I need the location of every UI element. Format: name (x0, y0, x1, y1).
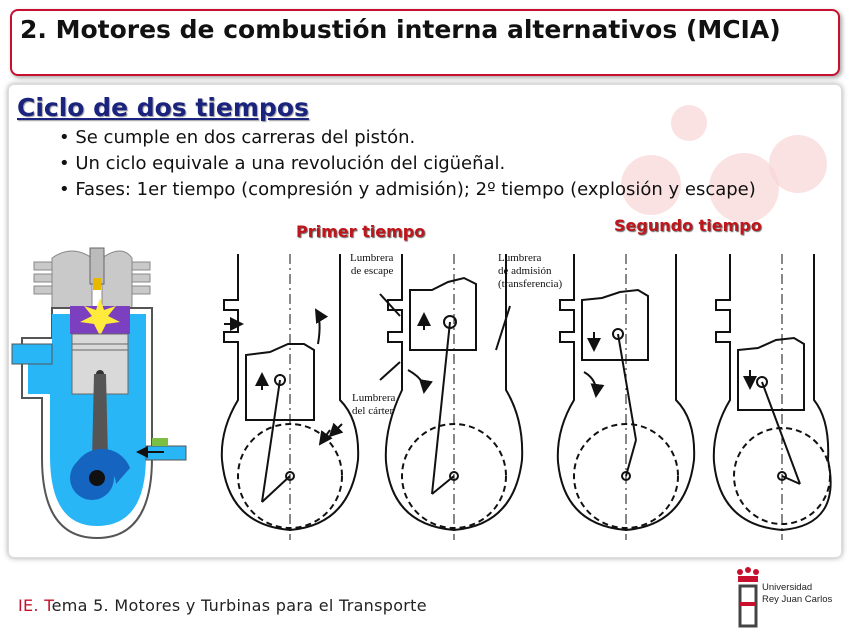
decorative-circle (621, 155, 681, 215)
university-logo: Universidad Rey Juan Carlos (736, 567, 836, 628)
footer-text: IE. Tema 5. Motores y Turbinas para el T… (18, 596, 427, 615)
engine-illustration (11, 247, 187, 540)
segundo-tiempo-label: Segundo tiempo (614, 216, 762, 235)
crown-icon (737, 567, 759, 628)
primer-tiempo-label: Primer tiempo (296, 222, 426, 241)
bullet-item: • Se cumple en dos carreras del pistón. (59, 127, 416, 148)
bullet-item: • Un ciclo equivale a una revolución del… (59, 153, 506, 174)
cycle-diagram (220, 254, 832, 540)
section-title: Ciclo de dos tiempos (17, 93, 309, 122)
bullet-list: • Se cumple en dos carreras del pistón. … (59, 125, 779, 203)
footer-title: ema 5. Motores y Turbinas para el Transp… (51, 596, 427, 615)
title-box: 2. Motores de combustión interna alterna… (10, 9, 840, 76)
decorative-circle (709, 153, 779, 223)
logo-line1: Universidad (762, 582, 813, 593)
decorative-circle (769, 135, 827, 193)
annotation-lumbrera-admision: Lumbrera de admisión (transferencia) (498, 252, 563, 290)
bullet-item: • Fases: 1er tiempo (compresión y admisi… (59, 179, 756, 200)
logo-line2: Rey Juan Carlos (762, 594, 833, 605)
decorative-circle (671, 105, 707, 141)
slide-title: 2. Motores de combustión interna alterna… (20, 15, 781, 44)
annotation-lumbrera-carter: Lumbrera del cárter (352, 392, 396, 417)
annotation-lumbrera-escape: Lumbrera de escape (350, 252, 394, 277)
footer-prefix: IE. T (18, 596, 52, 615)
